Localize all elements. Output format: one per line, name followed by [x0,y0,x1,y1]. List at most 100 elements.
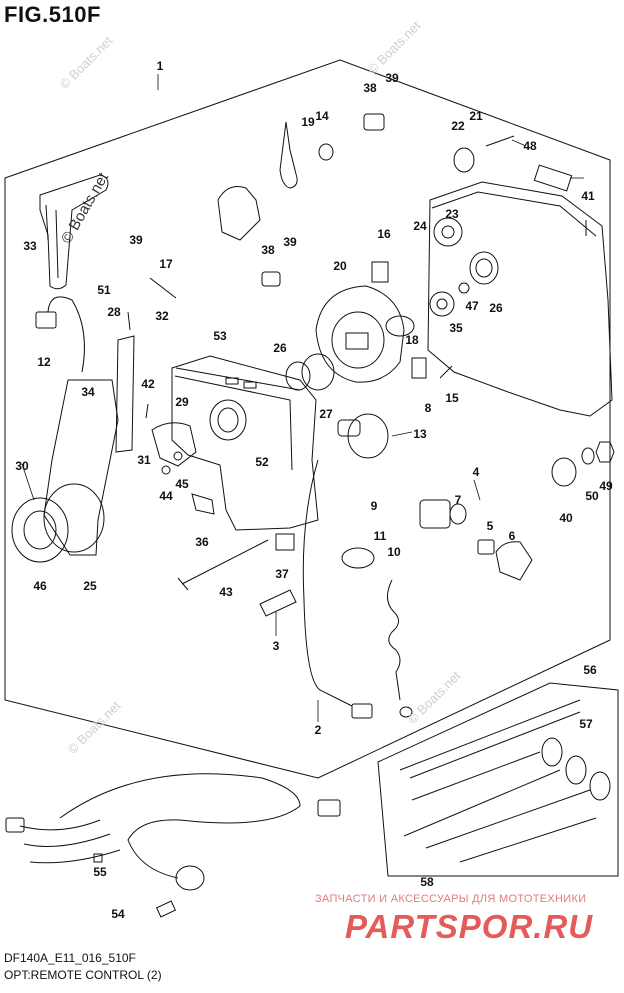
washer-44 [161,465,171,475]
callout-number: 12 [37,355,51,369]
bolt-58b [425,789,591,849]
tie-56a [399,699,581,771]
hub-part [11,497,69,563]
callout-number: 1 [157,59,164,73]
callout-number: 51 [97,283,111,297]
callout-number: 13 [413,427,427,441]
washer-22 [453,147,475,173]
shop-name-watermark: PARTSPOR.RU [345,908,594,945]
lever-19 [279,121,298,189]
callout-number: 6 [509,529,516,543]
callout-number: 18 [405,333,419,347]
spacer-57c [589,771,611,801]
part-38b [261,271,281,287]
callout-number: 20 [333,259,347,273]
spring-32 [127,311,131,331]
callout-number: 30 [15,459,29,473]
part-16 [371,261,389,283]
callout-number: 34 [81,385,95,399]
ring-26b [469,251,499,285]
harness-54 [59,773,301,879]
knob-6 [495,541,533,581]
leader-lines [21,74,584,722]
callout-number: 44 [159,489,173,503]
spacer-57a [541,737,563,767]
callout-number: 19 [301,115,315,129]
washer-14 [318,143,334,161]
bracket-28-part [115,335,135,453]
callout-number: 23 [445,207,459,221]
assembly-outline [4,59,611,779]
model-code: DF140A_E11_016_510F [4,951,136,965]
callout-number: 40 [559,511,573,525]
callout-number: 21 [469,109,483,123]
shop-tagline-watermark: ЗАПЧАСТИ И АКСЕССУАРЫ ДЛЯ МОТОТЕХНИКИ [315,893,587,905]
harness-2 [302,459,353,707]
lever-arm-part [43,379,119,556]
key-5 [477,539,495,555]
pin-17 [149,277,177,299]
plug-54 [175,865,205,891]
callout-number: 9 [371,499,378,513]
callout-number: 8 [425,401,432,415]
switch-7 [419,499,451,529]
figure-caption: OPT:REMOTE CONTROL (2) [4,968,162,982]
cap-40 [551,457,577,487]
tie-55 [155,900,177,918]
ring-26-part [285,361,311,391]
tie-56b [409,711,581,779]
callout-number: 28 [107,305,121,319]
washer-50 [581,447,595,465]
callout-number: 24 [413,219,427,233]
callout-number: 4 [473,465,480,479]
callout-number: 26 [489,301,503,315]
pin-48 [485,135,515,147]
callout-number: 47 [465,299,479,313]
callout-number: 46 [33,579,47,593]
callout-number: 31 [137,453,151,467]
callout-number: 39 [385,71,399,85]
callout-number: 35 [449,321,463,335]
housing-bore [209,399,247,441]
washer-47 [458,282,470,294]
callout-number: 50 [585,489,599,503]
quadrant-29 [151,422,197,467]
callout-number-layer: 1234567891011121314151617181920212223242… [15,59,613,921]
callout-number: 37 [275,567,289,581]
callout-number: 39 [129,233,143,247]
callout-number: 53 [213,329,227,343]
callout-number: 3 [273,639,280,653]
callout-number: 27 [319,407,333,421]
ring-35-inner [436,298,448,310]
nut-49 [595,441,615,463]
part-37 [275,533,295,551]
callout-number: 41 [581,189,595,203]
hub-disk-part [43,483,105,553]
callout-number: 38 [363,81,377,95]
callout-number: 57 [579,717,593,731]
part-38a [363,113,385,131]
callout-number: 58 [420,875,434,889]
callout-number: 42 [141,377,155,391]
callout-number: 49 [599,479,613,493]
callout-number: 48 [523,139,537,153]
screw-15 [439,365,453,379]
bracket-top [217,186,261,241]
part-8 [411,357,427,379]
callout-number: 25 [83,579,97,593]
screw-42 [145,403,149,419]
callout-number: 5 [487,519,494,533]
callout-number: 54 [111,907,125,921]
callout-number: 2 [315,723,322,737]
control-handle-part [39,174,109,290]
callout-number: 45 [175,477,189,491]
central-housing-part [171,355,319,531]
plate-3 [259,589,297,617]
cam-plate-part [315,285,405,383]
bolt-43 [181,539,269,585]
lanyard-10 [387,579,401,701]
figure-title: FIG.510F [4,2,101,27]
callout-number: 39 [283,235,297,249]
callout-number: 14 [315,109,329,123]
